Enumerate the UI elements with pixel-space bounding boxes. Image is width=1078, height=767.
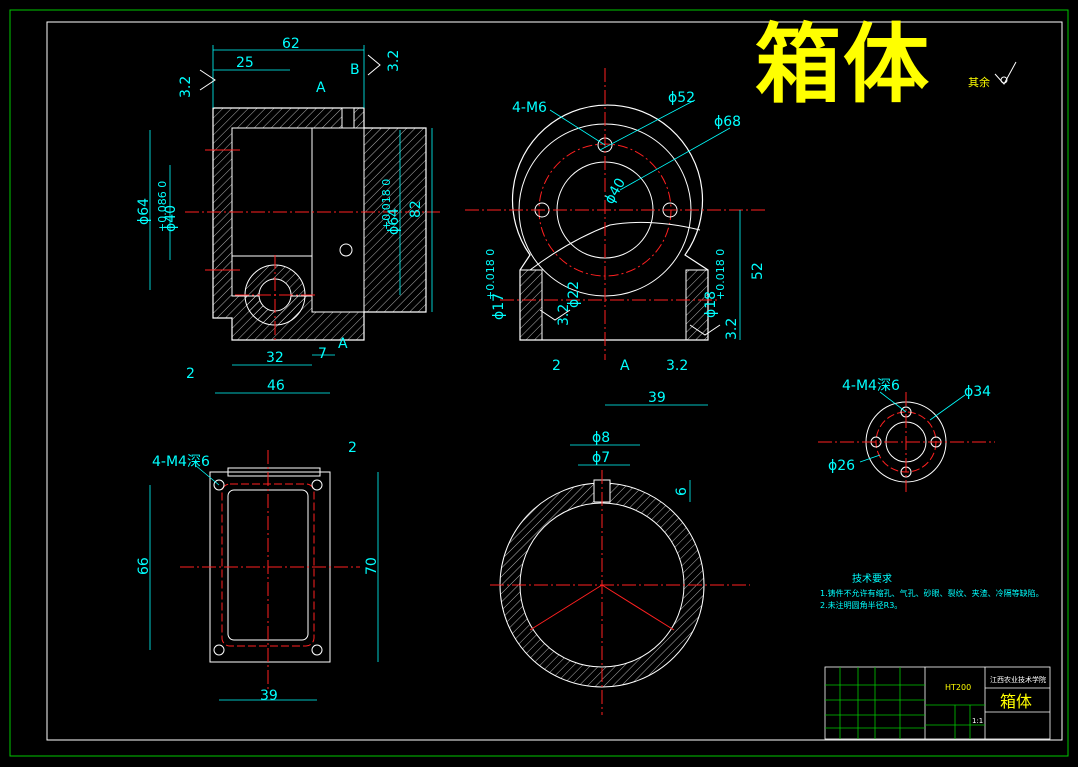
section-view: ϕ8 ϕ7 6	[490, 430, 750, 715]
dim-66: 66	[136, 557, 152, 575]
dim-phi7: ϕ7	[592, 450, 610, 466]
rough-1: 3.2	[178, 76, 194, 98]
tol-phi17: +0.018 0	[484, 249, 497, 300]
dim-phi68: ϕ68	[714, 114, 741, 130]
title-block-material: HT200	[945, 683, 971, 692]
cover-view: 4-M4深6 ϕ34 ϕ26	[818, 378, 995, 492]
title-block	[824, 666, 1051, 740]
title-block-scale: 1:1	[972, 717, 983, 725]
dim-39: 39	[648, 390, 666, 406]
roughness-note: 其余	[968, 61, 1017, 89]
section-a-bottom: A	[338, 336, 348, 352]
dim-32: 32	[266, 350, 284, 366]
section-a-top: A	[316, 80, 326, 96]
dim-2: 2	[186, 366, 195, 382]
side-view: 4-M6 ϕ52 ϕ68 ϕ40 ϕ22 ϕ17 +0.018 0 ϕ18 +0…	[465, 68, 766, 406]
dim-2: 2	[552, 358, 561, 374]
technical-requirements: 技术要求 1.铸件不允许有缩孔、气孔、砂眼、裂纹、夹渣、冷隔等缺陷。 2.未注明…	[820, 572, 1044, 610]
dim-phi64-right: ϕ64	[386, 208, 402, 235]
inner-border	[46, 21, 1063, 741]
rough-2: 3.2	[386, 50, 402, 72]
dim-phi34: ϕ34	[964, 384, 991, 400]
dim-4m6: 4-M6	[512, 100, 547, 116]
dim-phi22: ϕ22	[566, 281, 582, 308]
dim-phi8: ϕ8	[592, 430, 610, 446]
dim-6: 6	[674, 487, 690, 496]
dim-phi26: ϕ26	[828, 458, 855, 474]
dim-phi17: ϕ17	[491, 293, 507, 320]
outer-border	[9, 9, 1069, 757]
dim-phi52: ϕ52	[668, 90, 695, 106]
dim-70: 70	[364, 557, 380, 575]
tech-req-line-2: 2.未注明圆角半径R3。	[820, 600, 902, 610]
front-view: 62 25 32 7 46 2 82 ϕ64 ϕ40 +0.086 0 ϕ64 …	[136, 36, 440, 394]
dim-2: 2	[348, 440, 357, 456]
rough-1: 3.2	[556, 304, 572, 326]
title-block-part: 箱体	[1000, 692, 1032, 711]
dim-52: 52	[750, 262, 766, 280]
drawing-title: 箱体	[755, 15, 931, 115]
tol-phi40: +0.086 0	[156, 181, 169, 232]
tech-req-line-1: 1.铸件不允许有缩孔、气孔、砂眼、裂纹、夹渣、冷隔等缺陷。	[820, 588, 1044, 598]
dim-phi18: ϕ18	[703, 291, 719, 318]
dim-25: 25	[236, 55, 254, 71]
dim-phi64: ϕ64	[136, 198, 152, 225]
dim-46: 46	[267, 378, 285, 394]
tech-req-heading: 技术要求	[852, 572, 892, 585]
section-a: A	[620, 358, 630, 374]
title-block-company: 江西农业技术学院	[990, 675, 1046, 684]
dim-62: 62	[282, 36, 300, 52]
top-view: 4-M4深6 66 70 39 2	[136, 440, 380, 704]
roughness-note-text: 其余	[968, 75, 990, 89]
rough-3: 3.2	[666, 358, 688, 374]
dim-7: 7	[318, 346, 327, 362]
dim-phi40: ϕ40	[163, 205, 179, 232]
rough-2: 3.2	[724, 318, 740, 340]
dim-4m4: 4-M4深6	[842, 378, 900, 394]
dim-4m4: 4-M4深6	[152, 454, 210, 470]
dim-82: 82	[408, 200, 424, 218]
tol-phi18: +0.018 0	[714, 249, 727, 300]
dim-39: 39	[260, 688, 278, 704]
section-b: B	[350, 62, 360, 78]
tol-phi64-right: +0.018 0	[380, 179, 393, 230]
dim-phi40: ϕ40	[602, 176, 629, 207]
